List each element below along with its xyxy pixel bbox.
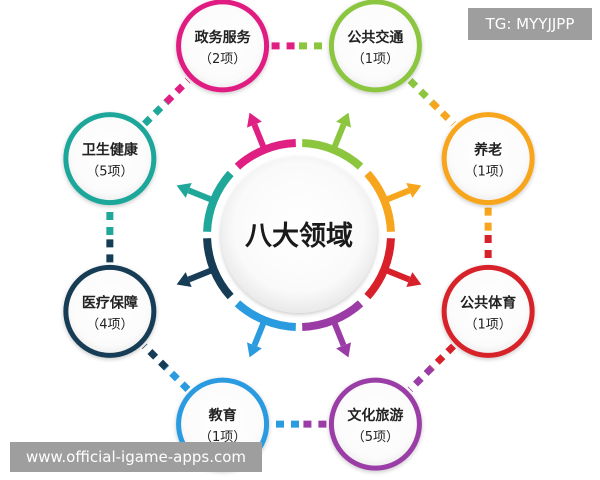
arrow-head-sport	[406, 272, 422, 287]
ring-segment-elder	[364, 170, 395, 233]
arrow-head-med	[176, 272, 192, 287]
node-count-trans: （1项）	[352, 52, 399, 67]
arrow-head-edu	[247, 342, 262, 358]
watermark-url: www.official-igame-apps.com	[10, 442, 262, 472]
node-name-edu: 教育	[209, 407, 237, 424]
node-count-med: （4项）	[86, 317, 133, 332]
domain-nodes: 政务服务 （2项） 公共交通 （1项） 养老 （1项） 公共体育 （1项） 文化旅游 （5项） 教育…	[63, 0, 535, 471]
node-circle-cult	[328, 377, 422, 471]
node-circle-elder	[441, 112, 535, 206]
arrow-head-cult	[336, 342, 351, 358]
connector-sport-cult-end	[407, 365, 435, 392]
arrow-shaft-sport	[385, 267, 411, 283]
ring-segment-health	[203, 170, 234, 233]
node-name-med: 医疗保障	[82, 294, 138, 311]
center-title: 八大领域	[245, 221, 353, 252]
center-arrows	[176, 112, 422, 358]
ring-segment-cult	[301, 300, 364, 331]
watermark-tag: TG: MYYJJPP	[468, 8, 592, 40]
node-name-trans: 公共交通	[347, 29, 403, 46]
ring-segment-trans	[301, 139, 364, 170]
node-count-cult: （5项）	[352, 430, 399, 445]
arrow-shaft-cult	[331, 321, 347, 347]
connector-edu-med-end	[142, 343, 169, 371]
arrow-head-health	[176, 183, 192, 198]
arrow-head-gov	[247, 112, 262, 128]
ring-segment-edu	[234, 300, 297, 331]
node-name-sport: 公共体育	[460, 294, 516, 311]
arrow-head-trans	[336, 112, 351, 128]
ring-connectors	[106, 42, 492, 428]
arrow-shaft-gov	[251, 123, 267, 149]
node-count-gov: （2项）	[199, 52, 246, 67]
connector-health-gov	[142, 99, 169, 127]
node-cult: 文化旅游 （5项）	[328, 377, 422, 471]
node-name-cult: 文化旅游	[347, 407, 403, 424]
connector-trans-elder	[407, 78, 435, 105]
node-count-sport: （1项）	[465, 317, 512, 332]
node-count-elder: （1项）	[465, 165, 512, 180]
node-gov: 政务服务 （2项）	[176, 0, 270, 93]
arrow-shaft-med	[187, 267, 213, 283]
node-circle-sport	[441, 264, 535, 358]
connector-health-gov-end	[163, 78, 191, 105]
connector-edu-med	[163, 365, 191, 392]
node-elder: 养老 （1项）	[441, 112, 535, 206]
node-health: 卫生健康 （5项）	[63, 112, 157, 206]
node-sport: 公共体育 （1项）	[441, 264, 535, 358]
node-name-elder: 养老	[473, 142, 502, 159]
node-circle-health	[63, 112, 157, 206]
node-count-health: （5项）	[86, 165, 133, 180]
arrow-shaft-elder	[385, 187, 411, 203]
node-circle-gov	[176, 0, 270, 93]
node-name-health: 卫生健康	[82, 142, 139, 159]
node-circle-med	[63, 264, 157, 358]
arrow-shaft-health	[187, 187, 213, 203]
arrow-shaft-trans	[331, 123, 347, 149]
node-circle-trans	[328, 0, 422, 93]
ring-segment-gov	[234, 139, 297, 170]
arrow-shaft-edu	[251, 321, 267, 347]
ring-segment-sport	[364, 237, 395, 300]
node-trans: 公共交通 （1项）	[328, 0, 422, 93]
node-med: 医疗保障 （4项）	[63, 264, 157, 358]
center-hub: 八大领域	[221, 157, 377, 313]
connector-sport-cult	[429, 343, 456, 371]
arrow-head-elder	[406, 183, 422, 198]
node-name-gov: 政务服务	[195, 29, 252, 46]
node-count-edu: （1项）	[199, 430, 246, 445]
connector-trans-elder-end	[429, 99, 456, 127]
ring-segment-med	[203, 237, 234, 300]
center-circle	[221, 157, 377, 313]
